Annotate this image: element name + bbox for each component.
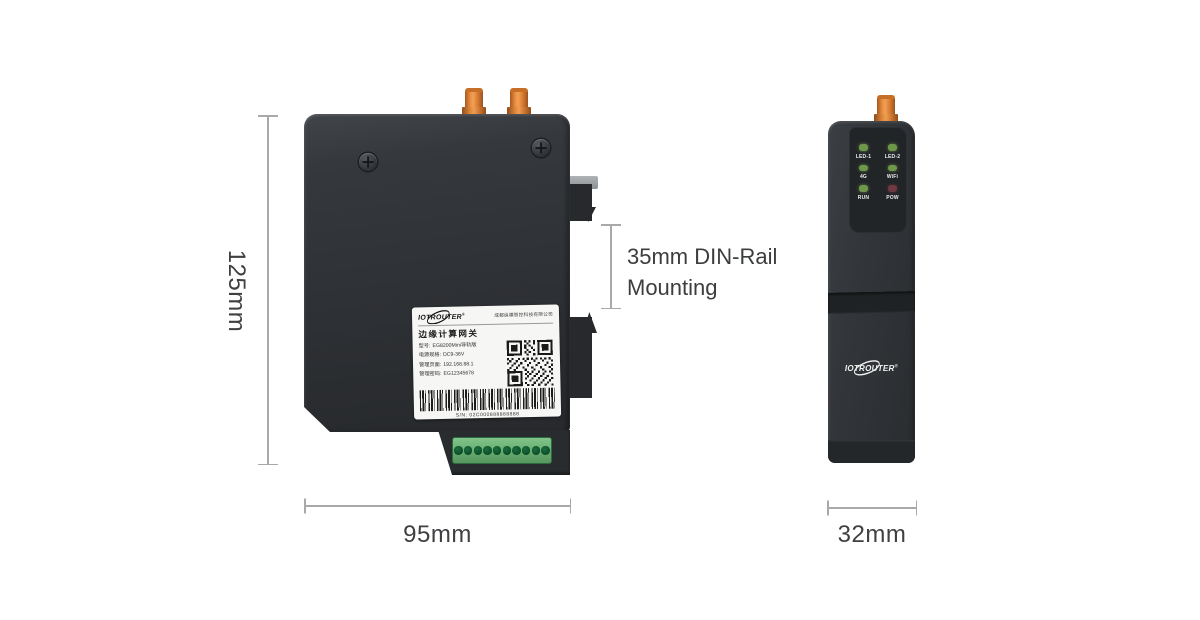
din-clip-lower — [570, 317, 592, 398]
spec-name: 型号: — [418, 342, 431, 349]
side-groove — [828, 291, 915, 314]
label-spec-row: 管理密码:EG12345678 — [419, 369, 507, 380]
side-base — [828, 440, 915, 463]
brand-text: IOTROUTER — [844, 363, 895, 373]
spec-name: 电源规格: — [418, 352, 442, 359]
spec-value: DC9-36V — [442, 351, 465, 359]
terminal-hole — [531, 446, 541, 455]
led-grid: LED-1 LED-2 4G WiFi RUN POW — [849, 127, 907, 201]
power-indicator-icon — [887, 185, 897, 192]
screw-icon — [359, 153, 377, 171]
side-width-dimension-line — [827, 507, 917, 509]
antenna-nut — [507, 107, 531, 115]
width-dimension-line — [304, 505, 571, 507]
din-rail-dimension-line — [610, 224, 612, 309]
product-label: IOTROUTER® 成都纵横智控科技有限公司 边缘计算网关 型号:EG8200… — [411, 304, 562, 420]
width-dimension-label: 95mm — [403, 521, 472, 548]
label-body: 型号:EG8200Mini导轨版 电源规格:DC9-36V 管理页面:192.1… — [419, 339, 555, 388]
terminal-block — [452, 437, 552, 464]
screw-icon — [532, 139, 550, 157]
label-header: IOTROUTER® 成都纵横智控科技有限公司 — [417, 309, 554, 325]
label-product-name: 边缘计算网关 — [418, 327, 479, 339]
spec-value: EG8200Mini导轨版 — [432, 341, 477, 349]
terminal-hole — [502, 446, 512, 455]
terminal-hole — [492, 446, 502, 455]
side-width-dimension-label: 32mm — [837, 521, 907, 548]
led-cell: 4G — [859, 164, 868, 180]
run-indicator-icon — [859, 185, 868, 192]
led-label: LED-1 — [855, 153, 872, 160]
terminal-hole — [463, 446, 473, 455]
led-cell: POW — [886, 185, 899, 201]
led-label: LED-2 — [884, 153, 901, 160]
label-company-name: 成都纵横智控科技有限公司 — [494, 311, 554, 318]
din-rail-annotation-line2: Mounting — [627, 275, 718, 300]
led-label: POW — [886, 194, 899, 201]
4g-indicator-icon — [859, 164, 868, 171]
led-cell: LED-1 — [856, 144, 871, 160]
spec-name: 管理页面: — [418, 361, 442, 369]
led-panel: LED-1 LED-2 4G WiFi RUN POW — [849, 127, 907, 233]
antenna-connector-side — [874, 95, 898, 122]
brand-text: IOTROUTER — [417, 313, 463, 322]
label-brand-logo: IOTROUTER® — [417, 309, 466, 325]
antenna-nut — [874, 114, 898, 122]
registered-mark: ® — [461, 312, 466, 317]
led1-indicator-icon — [858, 144, 868, 151]
terminal-hole — [483, 446, 492, 455]
led2-indicator-icon — [887, 144, 897, 151]
side-brand-logo: IOTROUTER® — [828, 360, 915, 376]
din-rail-annotation-line1: 35mm DIN-Rail — [627, 244, 778, 269]
led-label: WiFi — [886, 174, 899, 180]
antenna-body — [510, 88, 528, 107]
spec-value: EG12345678 — [443, 370, 475, 378]
terminal-hole — [473, 446, 483, 455]
terminal-hole — [541, 446, 550, 455]
antenna-body — [877, 95, 895, 114]
label-spec-rows: 型号:EG8200Mini导轨版 电源规格:DC9-36V 管理页面:192.1… — [419, 340, 508, 388]
terminal-hole — [512, 446, 521, 455]
led-cell: RUN — [858, 185, 869, 201]
height-dimension-label: 125mm — [223, 249, 250, 333]
barcode — [419, 387, 555, 411]
led-cell: LED-2 — [885, 144, 900, 160]
antenna-nut — [462, 107, 486, 115]
spec-name: 管理密码: — [419, 371, 442, 378]
led-cell: WiFi — [886, 164, 899, 180]
spec-value: 192.168.88.1 — [443, 360, 474, 368]
registered-mark: ® — [894, 363, 899, 368]
antenna-body — [465, 88, 483, 107]
din-rail-annotation: 35mm DIN-Rail Mounting — [627, 241, 777, 303]
led-label: 4G — [859, 174, 868, 180]
terminal-hole — [454, 446, 463, 455]
height-dimension-line — [267, 115, 269, 465]
antenna-connector-right — [507, 88, 531, 115]
terminal-hole — [521, 446, 531, 455]
led-label: RUN — [857, 194, 870, 201]
qr-code — [506, 339, 554, 387]
brand-logo: IOTROUTER® — [844, 360, 899, 376]
antenna-connector-left — [462, 88, 486, 115]
wifi-indicator-icon — [888, 164, 897, 171]
